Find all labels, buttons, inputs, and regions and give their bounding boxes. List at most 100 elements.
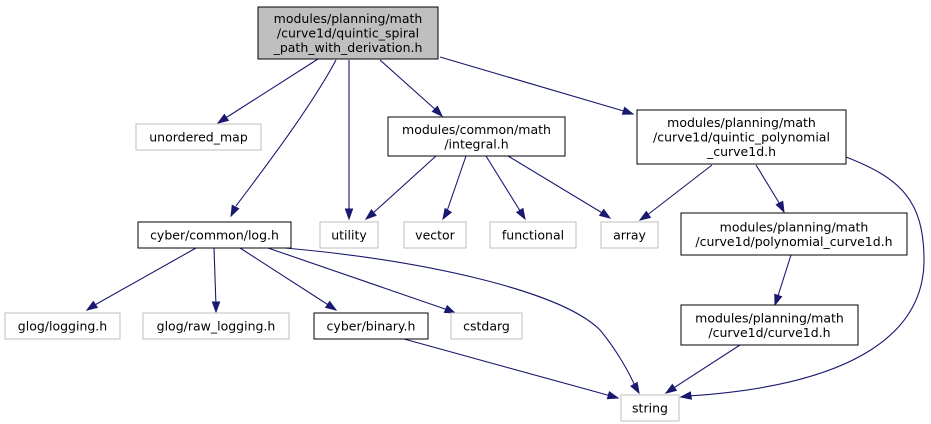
edge-log-to-binary <box>239 247 338 311</box>
edge-binary-to-string <box>403 338 620 400</box>
node-glog-logging: glog/logging.h <box>4 312 121 340</box>
edge-line <box>223 58 319 120</box>
node-box <box>4 312 121 340</box>
edge-integral-to-array <box>507 155 612 219</box>
node-label: /curve1d/curve1d.h <box>708 325 830 340</box>
node-label: /integral.h <box>444 136 508 151</box>
edge-arrowhead <box>515 207 526 221</box>
node-label: modules/common/math <box>402 122 551 137</box>
node-label: modules/planning/math <box>667 115 816 130</box>
node-label: utility <box>331 228 367 243</box>
edge-poly_curve-to-curve1d <box>774 254 792 307</box>
node-label: /curve1d/quintic_polynomial <box>653 130 830 145</box>
node-label: modules/planning/math <box>720 219 869 234</box>
node-functional: functional <box>489 221 577 249</box>
edge-line <box>776 254 792 300</box>
edge-line <box>235 59 337 207</box>
node-label: _path_with_derivation.h <box>273 40 423 55</box>
node-label: /curve1d/polynomial_curve1d.h <box>695 234 892 249</box>
edge-arrowhead <box>679 391 693 400</box>
node-string: string <box>620 394 680 422</box>
edge-arrowhead <box>443 304 457 314</box>
node-log[interactable]: cyber/common/log.h <box>137 221 292 249</box>
edge-line <box>267 247 449 311</box>
node-unordered-map: unordered_map <box>135 123 262 151</box>
node-label: cstdarg <box>463 319 510 334</box>
node-glog-raw: glog/raw_logging.h <box>142 312 290 340</box>
edge-line <box>239 247 331 307</box>
edge-root-to-utility <box>344 60 354 221</box>
node-box <box>600 221 659 249</box>
node-box <box>137 221 292 249</box>
node-label: array <box>613 228 646 243</box>
edge-line <box>213 247 217 307</box>
node-box <box>620 394 680 422</box>
edge-log-to-glog_raw <box>211 247 221 314</box>
edge-integral-to-functional <box>485 155 526 221</box>
edge-arrowhead <box>598 208 612 219</box>
edge-arrowhead <box>211 301 221 314</box>
graph-edges <box>85 56 925 400</box>
node-label: functional <box>502 228 564 243</box>
node-binary[interactable]: cyber/binary.h <box>313 312 429 340</box>
edge-curve1d-to-string <box>664 344 741 394</box>
edge-line <box>92 247 197 307</box>
node-integral[interactable]: modules/common/math/integral.h <box>387 116 566 157</box>
edge-root-to-integral <box>379 59 444 118</box>
node-label: vector <box>415 228 456 243</box>
node-label: cyber/binary.h <box>327 319 416 334</box>
edge-quintic_poly-to-poly_curve <box>755 164 785 214</box>
node-box <box>135 123 262 151</box>
edge-arrowhead <box>216 113 230 124</box>
edge-arrowhead <box>638 210 652 221</box>
node-box <box>313 312 429 340</box>
node-box <box>387 116 566 157</box>
node-label: glog/raw_logging.h <box>157 319 276 334</box>
node-label: _curve1d.h <box>706 144 776 159</box>
edge-line <box>507 155 605 215</box>
node-box <box>680 304 859 346</box>
graph-nodes: modules/planning/math/curve1d/quintic_sp… <box>4 6 908 422</box>
node-label: modules/planning/math <box>274 11 423 26</box>
edge-quintic_poly-to-array <box>638 164 713 221</box>
edge-arrowhead <box>364 208 377 220</box>
edge-arrowhead <box>442 207 453 221</box>
node-root[interactable]: modules/planning/math/curve1d/quintic_sp… <box>257 6 439 60</box>
node-curve1d[interactable]: modules/planning/math/curve1d/curve1d.h <box>680 304 859 346</box>
edge-log-to-string <box>284 247 640 395</box>
node-quintic-poly[interactable]: modules/planning/math/curve1d/quintic_po… <box>636 109 847 165</box>
edge-root-to-quintic_poly <box>439 56 635 115</box>
edge-line <box>671 344 741 390</box>
edge-line <box>485 155 523 215</box>
edge-arrowhead <box>630 381 640 395</box>
edge-line <box>755 164 782 207</box>
node-box <box>403 221 467 249</box>
edge-log-to-glog_logging <box>85 247 197 311</box>
edge-arrowhead <box>230 204 240 218</box>
edge-root-to-log <box>230 59 337 218</box>
node-vector: vector <box>403 221 467 249</box>
node-utility: utility <box>319 221 379 249</box>
node-poly-curve[interactable]: modules/planning/math/curve1d/polynomial… <box>680 212 908 256</box>
edge-log-to-cstdarg <box>267 247 457 314</box>
edge-line <box>687 156 925 397</box>
edge-line <box>379 59 438 112</box>
node-box <box>489 221 577 249</box>
node-box <box>142 312 290 340</box>
node-box <box>680 212 908 256</box>
node-box <box>636 109 847 165</box>
node-label: unordered_map <box>149 130 248 145</box>
edge-arrowhead <box>85 300 99 311</box>
node-label: modules/planning/math <box>695 310 844 325</box>
edge-line <box>284 247 636 387</box>
node-array: array <box>600 221 659 249</box>
node-label: /curve1d/quintic_spiral <box>277 26 419 41</box>
node-box <box>319 221 379 249</box>
edge-line <box>645 164 713 217</box>
node-label: cyber/common/log.h <box>150 228 279 243</box>
node-label: glog/logging.h <box>18 319 107 334</box>
edge-arrowhead <box>606 390 620 400</box>
node-cstdarg: cstdarg <box>450 312 523 340</box>
edge-line <box>439 56 628 113</box>
